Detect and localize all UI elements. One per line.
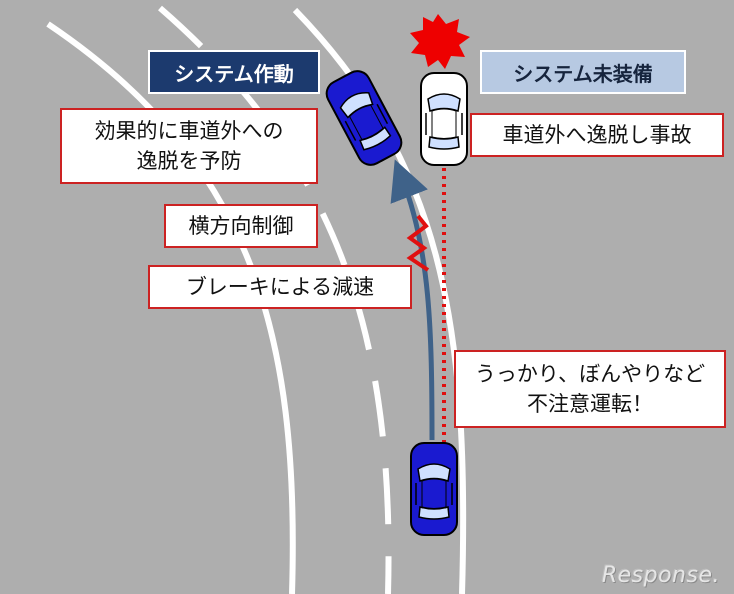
system-not-equipped-header: システム未装備 [480, 50, 686, 94]
car-unequipped-departing [421, 73, 467, 165]
response-watermark-logo: Response. [602, 563, 720, 588]
departure-accident-box: 車道外へ逸脱し事故 [470, 113, 724, 157]
lateral-control-box: 横方向制御 [164, 204, 318, 248]
prevent-departure-line-1: 効果的に車道外への [95, 116, 284, 146]
system-active-header: システム作動 [148, 50, 320, 94]
inattention-line-2: 不注意運転！ [527, 389, 653, 419]
inattention-line-1: うっかり、ぼんやりなど [475, 359, 705, 389]
prevent-departure-box: 効果的に車道外への 逸脱を予防 [60, 108, 318, 184]
brake-decel-box: ブレーキによる減速 [148, 265, 412, 309]
car-start-position [411, 443, 457, 535]
prevent-departure-line-2: 逸脱を予防 [137, 146, 242, 176]
inattention-box: うっかり、ぼんやりなど 不注意運転！ [454, 350, 726, 428]
